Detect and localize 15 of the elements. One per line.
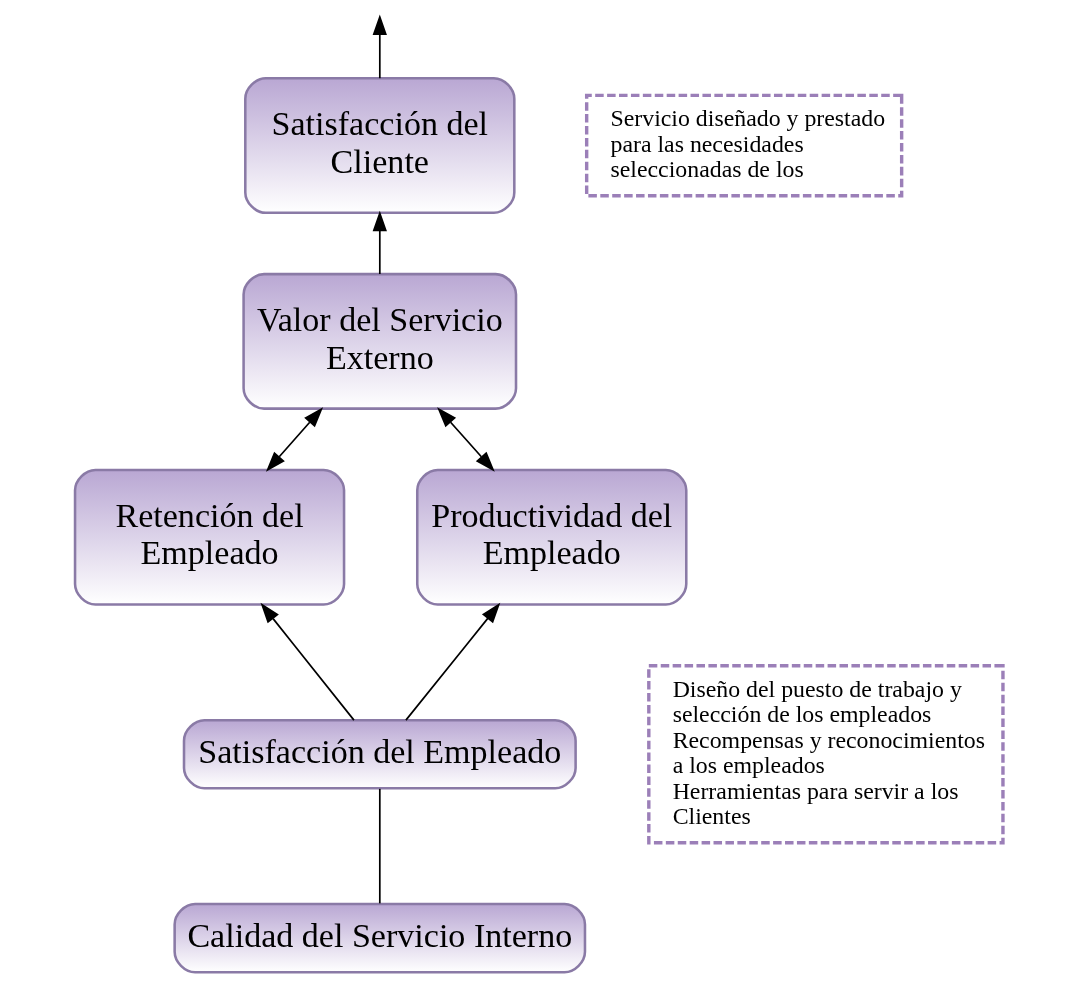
connector bbox=[378, 787, 381, 904]
node-box: Satisfacción del Empleado bbox=[182, 718, 577, 790]
node-box: Satisfacción del Cliente bbox=[244, 76, 516, 214]
arrow bbox=[265, 406, 324, 472]
arrow bbox=[405, 602, 501, 721]
node-box: Productividad del Empleado bbox=[416, 468, 688, 606]
node-box: Diseño del puesto de trabajo y selección de los empleados Recompensas y reconocimientos a los empleados Herramientas para servir a los Clientes bbox=[647, 663, 1005, 844]
arrow bbox=[437, 406, 495, 472]
arrow bbox=[260, 602, 355, 721]
node-box: Retención del Empleado bbox=[73, 468, 346, 606]
arrow bbox=[372, 210, 387, 275]
node-box: Calidad del Servicio Interno bbox=[173, 902, 587, 973]
arrow bbox=[372, 14, 387, 79]
node-box: Valor del Servicio Externo bbox=[242, 272, 518, 410]
node-box: Servicio diseñado y prestado para las necesidades seleccionadas de los bbox=[584, 93, 904, 197]
